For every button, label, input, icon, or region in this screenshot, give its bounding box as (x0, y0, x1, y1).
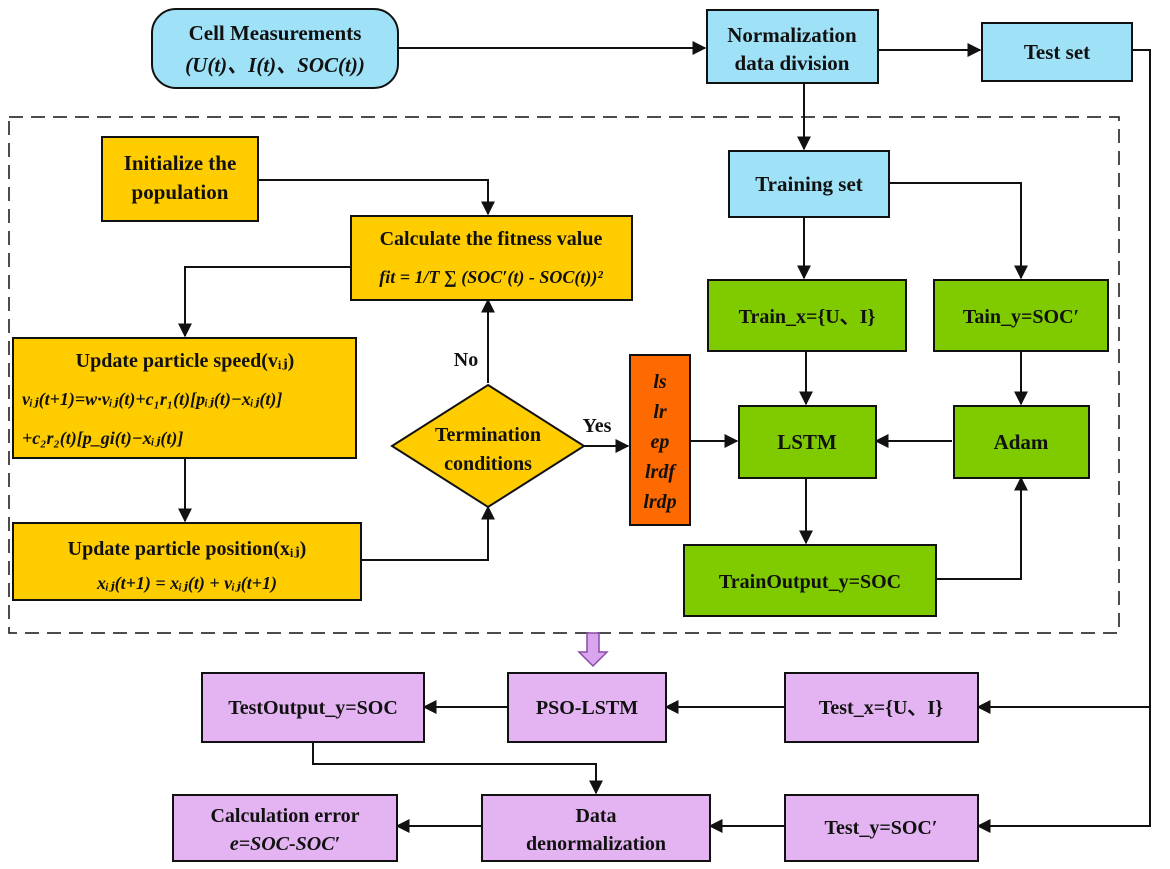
pso-output-arrow (577, 632, 609, 668)
edge-training-to-tain-y (889, 182, 1028, 280)
termination-line2: conditions (444, 453, 532, 475)
param-ls: ls (653, 371, 667, 393)
calc-error-line2: e=SOC-SOC′ (230, 833, 340, 855)
edge-initialize-to-fitness (258, 179, 495, 216)
node-hyperparameters: ls lr ep lrdf lrdp (629, 354, 691, 526)
node-train-x: Train_x={U、I} (707, 279, 907, 352)
train-output-label: TrainOutput_y=SOC (719, 571, 901, 593)
denorm-line2: denormalization (526, 833, 666, 855)
edge-label-yes: Yes (583, 415, 612, 437)
update-speed-title: Update particle speed(vᵢⱼ) (76, 350, 295, 372)
edge-fitness-to-update-speed (178, 266, 351, 338)
node-training-set: Training set (728, 150, 890, 218)
cell-measurements-line1: Cell Measurements (189, 21, 362, 45)
node-normalization: Normalization data division (706, 9, 879, 84)
node-fitness: Calculate the fitness value fit = 1/T ∑ … (350, 215, 633, 301)
edge-train-output-to-adam (936, 476, 1028, 580)
param-ep: ep (651, 431, 670, 453)
edge-update-position-to-termination (361, 505, 495, 561)
param-lrdf: lrdf (645, 461, 677, 483)
param-lrdp: lrdp (643, 491, 676, 513)
test-x-label: Test_x={U、I} (819, 697, 943, 719)
node-test-set: Test set (981, 22, 1133, 82)
test-y-label: Test_y=SOC′ (825, 817, 938, 839)
update-position-formula: xᵢⱼ(t+1) = xᵢⱼ(t) + vᵢⱼ(t+1) (96, 573, 277, 594)
node-test-x: Test_x={U、I} (784, 672, 979, 743)
edge-label-no: No (454, 349, 478, 371)
edge-test-output-to-denorm (312, 742, 603, 795)
fitness-title: Calculate the fitness value (380, 228, 603, 250)
fitness-formula: fit = 1/T ∑ (SOC′(t) - SOC(t))² (379, 267, 603, 288)
normalization-line1: Normalization (727, 23, 857, 47)
node-calculation-error: Calculation error e=SOC-SOC′ (172, 794, 398, 862)
normalization-line2: data division (735, 51, 850, 75)
test-output-label: TestOutput_y=SOC (228, 697, 398, 719)
edge-test-set-to-test-y (976, 707, 1151, 833)
node-test-y: Test_y=SOC′ (784, 794, 979, 862)
termination-line1: Termination (435, 424, 541, 446)
node-test-output: TestOutput_y=SOC (201, 672, 425, 743)
initialize-line2: population (132, 180, 229, 204)
node-update-speed: Update particle speed(vᵢⱼ) vᵢⱼ(t+1)=w·vᵢ… (12, 337, 357, 459)
tain-y-label: Tain_y=SOC′ (963, 306, 1079, 328)
update-position-title: Update particle position(xᵢⱼ) (68, 538, 307, 560)
node-termination: Termination conditions (390, 383, 586, 509)
denorm-line1: Data (575, 805, 616, 827)
node-train-output: TrainOutput_y=SOC (683, 544, 937, 617)
training-set-label: Training set (755, 172, 863, 196)
connectors (178, 41, 1151, 833)
param-lr: lr (653, 401, 667, 423)
train-x-label: Train_x={U、I} (739, 306, 876, 328)
test-set-label: Test set (1024, 40, 1090, 64)
initialize-line1: Initialize the (124, 151, 237, 175)
node-update-position: Update particle position(xᵢⱼ) xᵢⱼ(t+1) =… (12, 522, 362, 601)
edge-test-set-to-test-x (976, 49, 1151, 714)
node-lstm: LSTM (738, 405, 877, 479)
node-tain-y: Tain_y=SOC′ (933, 279, 1109, 352)
lstm-label: LSTM (777, 430, 837, 454)
node-adam: Adam (953, 405, 1090, 479)
update-speed-formula2: +c₂r₂(t)[p_gi(t)−xᵢⱼ(t)] (22, 428, 183, 449)
node-pso-lstm: PSO-LSTM (507, 672, 667, 743)
node-cell-measurements: Cell Measurements (U(t)、I(t)、SOC(t)) (151, 8, 399, 89)
pso-region-border (8, 116, 1120, 634)
cell-measurements-line2: (U(t)、I(t)、SOC(t)) (185, 53, 365, 77)
adam-label: Adam (994, 430, 1049, 454)
calc-error-line1: Calculation error (210, 805, 359, 827)
update-speed-formula1: vᵢⱼ(t+1)=w·vᵢⱼ(t)+c₁r₁(t)[pᵢⱼ(t)−xᵢⱼ(t)] (22, 389, 282, 410)
pso-lstm-label: PSO-LSTM (536, 697, 638, 719)
node-data-denormalization: Data denormalization (481, 794, 711, 862)
node-initialize-population: Initialize the population (101, 136, 259, 222)
